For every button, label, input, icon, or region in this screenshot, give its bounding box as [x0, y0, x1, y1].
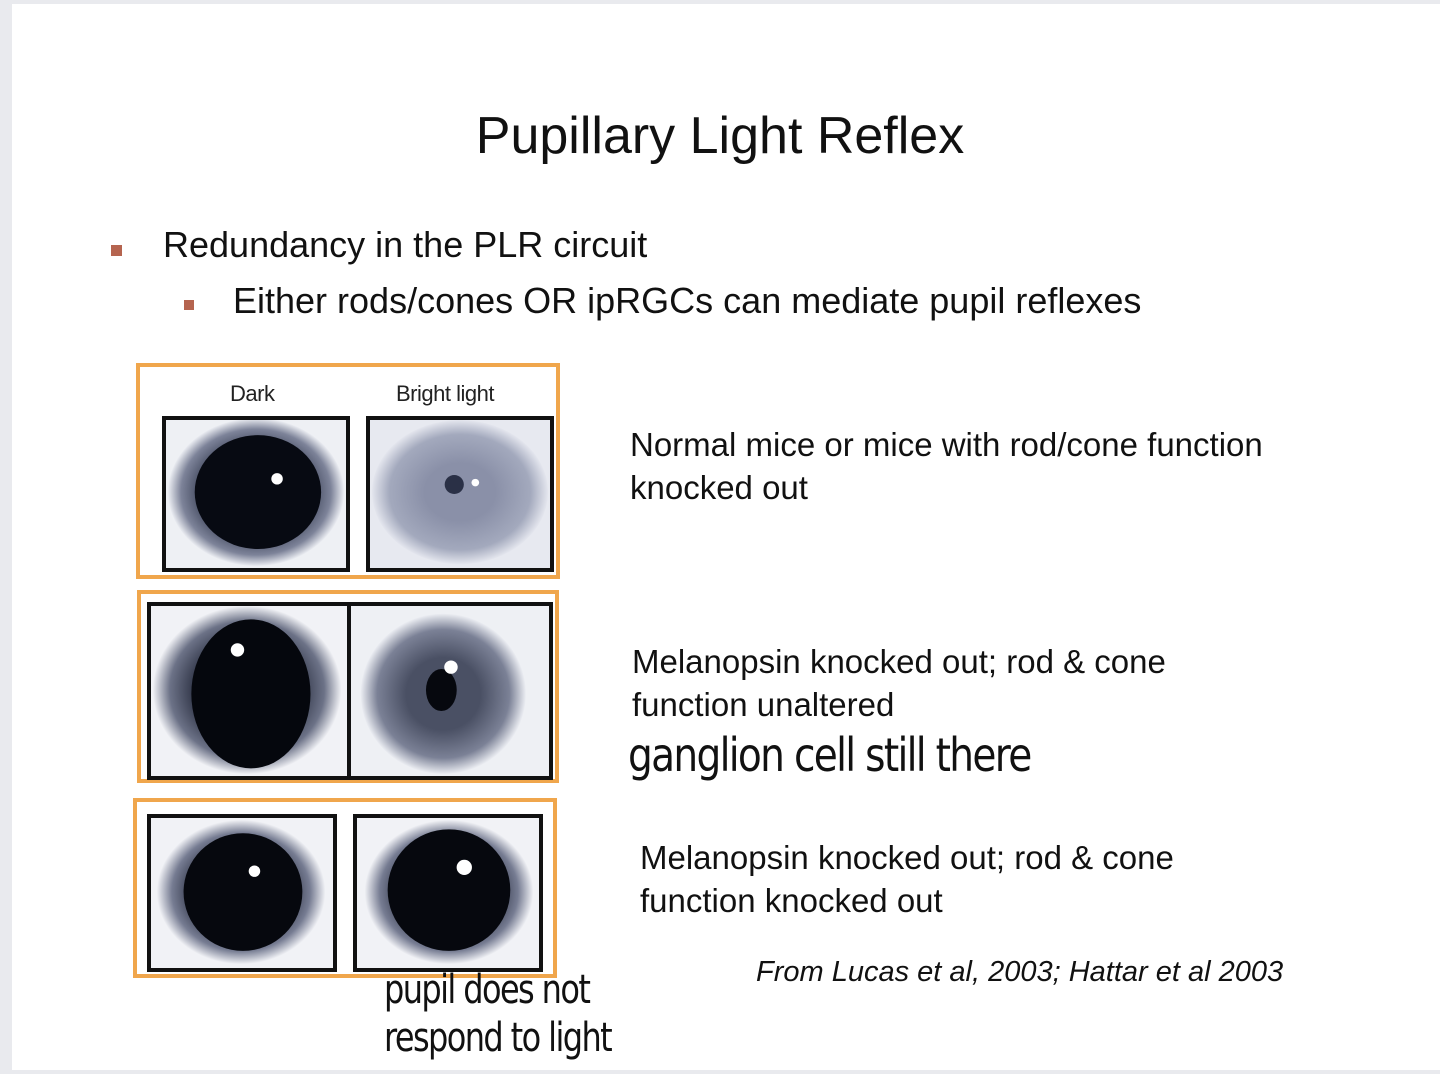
- bullet-level-1: Redundancy in the PLR circuit: [163, 224, 648, 265]
- eye-image-bright-light: [353, 814, 543, 972]
- description-triple-ko: Melanopsin knocked out; rod & cone funct…: [640, 839, 1174, 919]
- handwritten-annotation-pupil: pupil does not respond to light: [384, 967, 613, 1061]
- column-label-dark: Dark: [230, 381, 275, 406]
- eye-image-bright-light: [347, 602, 553, 780]
- description-melanopsin-ko: Melanopsin knocked out; rod & cone funct…: [632, 643, 1166, 723]
- figure-panel-melanopsin-ko: [137, 590, 559, 783]
- slide-title: Pupillary Light Reflex: [475, 107, 965, 165]
- description-normal: Normal mice or mice with rod/cone functi…: [630, 426, 1263, 506]
- bullet-marker-level-2: [184, 300, 194, 310]
- eye-image-bright-light: [366, 416, 554, 572]
- eye-image-dark: [147, 602, 351, 780]
- citation: From Lucas et al, 2003; Hattar et al 200…: [756, 956, 1284, 988]
- handwritten-annotation-ganglion: ganglion cell still there: [628, 728, 1032, 782]
- figure-panel-triple-ko: [133, 798, 557, 978]
- figure-panel-normal: Dark Bright light: [136, 363, 560, 579]
- column-label-bright-light: Bright light: [396, 381, 494, 406]
- eye-image-dark: [162, 416, 350, 572]
- eye-image-dark: [147, 814, 337, 972]
- bullet-level-2: Either rods/cones OR ipRGCs can mediate …: [233, 280, 1142, 321]
- bullet-marker-level-1: [111, 245, 122, 256]
